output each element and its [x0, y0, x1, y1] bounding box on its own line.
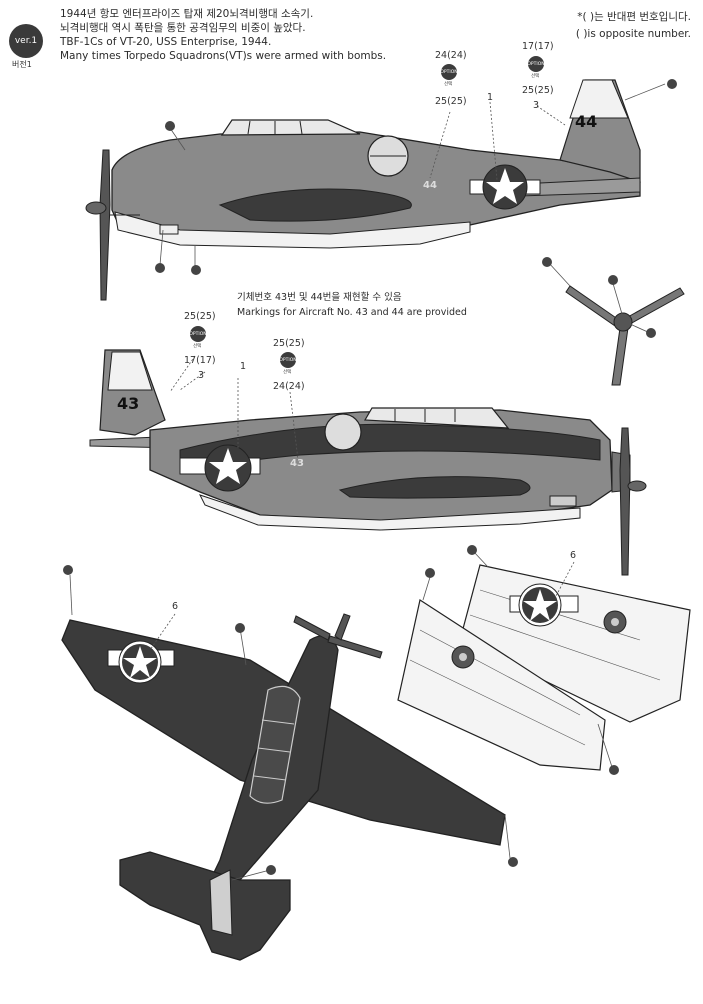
- folded-wing-panels: [397, 564, 691, 771]
- callout-top-25b: 25(25): [522, 85, 554, 96]
- callout-lines-bottom-left: [69, 574, 511, 881]
- callout-mid-24: 24(24): [273, 381, 305, 392]
- markers-bottom-left: [63, 565, 518, 875]
- option-sub-mid-1: 선택: [193, 344, 202, 349]
- callout-mid-25a: 25(25): [184, 311, 216, 322]
- markings-note-en: Markings for Aircraft No. 43 and 44 are …: [237, 307, 467, 318]
- option-icon-top-2: OPTION: [527, 56, 545, 72]
- callout-bottom-6-left: 6: [172, 601, 179, 612]
- callout-mid-17: 17(17): [184, 355, 216, 366]
- markings-note-ko: 기체번호 43번 및 44번을 재현할 수 있음: [237, 292, 402, 303]
- callout-mid-25b: 25(25): [273, 338, 305, 349]
- callout-top-17: 17(17): [522, 41, 554, 52]
- note-line-en: ( )is opposite number.: [575, 28, 691, 40]
- callout-top-3: 3: [533, 100, 540, 111]
- callout-top-25a: 25(25): [435, 96, 467, 107]
- callout-top-1: 1: [487, 92, 494, 103]
- header-line-2: 뇌격비행대 역시 폭탄을 통한 공격임무의 비중이 높았다.: [60, 22, 306, 34]
- aircraft-number-tail-top: 44: [575, 112, 598, 131]
- aircraft-number-side-mid: 43: [290, 458, 304, 469]
- header-line-4: Many times Torpedo Squadrons(VT)s were a…: [60, 50, 387, 62]
- option-sub-top-2: 선택: [531, 74, 540, 79]
- version-badge: ver.1: [9, 24, 43, 58]
- callout-lines-bottom-right: [422, 551, 613, 768]
- propeller-detail: [542, 257, 685, 386]
- option-sub-top-1: 선택: [444, 82, 453, 87]
- header-line-3: TBF-1Cs of VT-20, USS Enterprise, 1944.: [60, 36, 272, 48]
- aircraft-number-side-top: 44: [423, 180, 437, 191]
- callout-bottom-6-right: 6: [570, 550, 577, 561]
- aircraft-number-tail-mid: 43: [117, 394, 140, 413]
- header-line-1: 1944년 항모 엔터프라이즈 탑재 제20뇌격비행대 소속기.: [60, 8, 314, 20]
- callout-lines-top: [159, 83, 666, 268]
- note-line-ko: *( )는 반대편 번호입니다.: [577, 11, 691, 23]
- markers-top: [155, 79, 677, 275]
- callout-mid-1: 1: [240, 361, 247, 372]
- markers-bottom-right: [425, 545, 619, 775]
- callout-lines-mid: [169, 355, 299, 461]
- option-sub-mid-2: 선택: [283, 370, 292, 375]
- option-icon-mid-2: OPTION: [279, 352, 297, 368]
- option-icon-top-1: OPTION: [440, 64, 458, 80]
- version-sub-label: 버전1: [12, 60, 32, 69]
- callout-mid-3: 3: [198, 370, 205, 381]
- aircraft-side-view-top: [85, 79, 641, 301]
- callout-top-24: 24(24): [435, 50, 467, 61]
- option-icon-mid-1: OPTION: [189, 326, 207, 342]
- aircraft-side-view-mid: [89, 349, 647, 576]
- aircraft-top-view: [61, 613, 506, 961]
